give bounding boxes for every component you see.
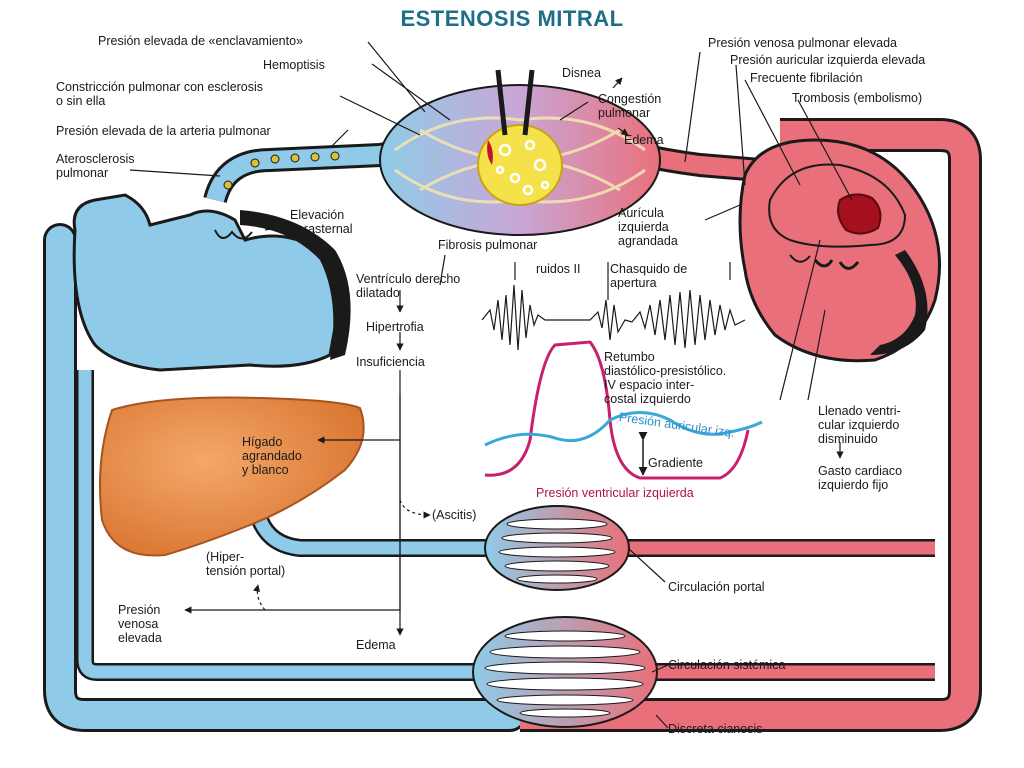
label-reduced-lv-filling: Llenado ventri- cular izquierdo disminui… (818, 404, 901, 446)
label-gradient: Gradiente (648, 456, 703, 470)
label-portal-circulation: Circulación portal (668, 580, 765, 594)
label-enlarged-left-atrium: Aurícula izquierda agrandada (618, 206, 678, 248)
label-diastolic-rumble: Retumbo diastólico-presistólico. IV espa… (604, 350, 727, 406)
label-pulmonary-fibrosis: Fibrosis pulmonar (438, 238, 538, 252)
label-wedge-pressure: Presión elevada de «enclavamiento» (98, 34, 303, 48)
phonocardiogram (481, 262, 746, 351)
label-insufficiency: Insuficiencia (356, 355, 425, 369)
label-fixed-cardiac-output: Gasto cardiaco izquierdo fijo (818, 464, 903, 492)
systemic-capillary-bed (472, 616, 658, 728)
label-thrombosis: Trombosis (embolismo) (792, 91, 923, 105)
label-opening-snap: Chasquido de apertura (610, 262, 688, 290)
label-hypertrophy: Hipertrofia (366, 320, 424, 334)
label-pulmonary-artery-pressure: Presión elevada de la arteria pulmonar (56, 124, 271, 138)
label-dyspnea: Disnea (562, 66, 601, 80)
liver (98, 396, 365, 557)
venous-vessels (43, 223, 527, 732)
label-pulmonary-edema: Edema (624, 133, 664, 147)
label-hemoptysis: Hemoptisis (263, 58, 325, 72)
label-heart-sounds: ruidos II (536, 262, 581, 276)
label-elevated-venous-pressure: Presión venosa elevada (118, 603, 162, 645)
pressure-curves (484, 340, 763, 480)
label-enlarged-liver: Hígado agrandado y blanco (242, 435, 302, 477)
right-heart (72, 193, 351, 372)
label-parasternal-lift: Elevación parasternal (290, 208, 353, 236)
label-mild-cyanosis: Discreta cianosis (668, 722, 763, 736)
label-left-ventricular-pressure: Presión ventricular izquierda (536, 486, 694, 500)
label-atrial-fibrillation: Frecuente fibrilación (750, 71, 863, 85)
label-ascites: (Ascitis) (432, 508, 477, 522)
label-dilated-right-ventricle: Ventrículo derecho dilatado (356, 272, 461, 300)
arterial-vessels (520, 118, 982, 732)
portal-capillary-bed (484, 505, 630, 591)
leader-lines (129, 41, 853, 729)
page-title: ESTENOSIS MITRAL (400, 6, 624, 31)
label-systemic-circulation: Circulación sistémica (668, 658, 786, 672)
label-pulmonary-constriction: Constricción pulmonar con esclerosis o s… (56, 80, 264, 108)
left-heart (738, 138, 941, 363)
label-edema: Edema (356, 638, 396, 652)
label-atherosclerosis: Aterosclerosis pulmonar (56, 152, 135, 180)
label-pulmonary-congestion: Congestión pulmonar (598, 92, 662, 120)
lung-capillaries (379, 69, 661, 236)
label-portal-hypertension: (Hiper- tensión portal) (206, 550, 286, 578)
label-left-atrial-pressure: Presión auricular izquierda elevada (730, 53, 926, 67)
label-pulmonary-venous-pressure: Presión venosa pulmonar elevada (708, 36, 898, 50)
